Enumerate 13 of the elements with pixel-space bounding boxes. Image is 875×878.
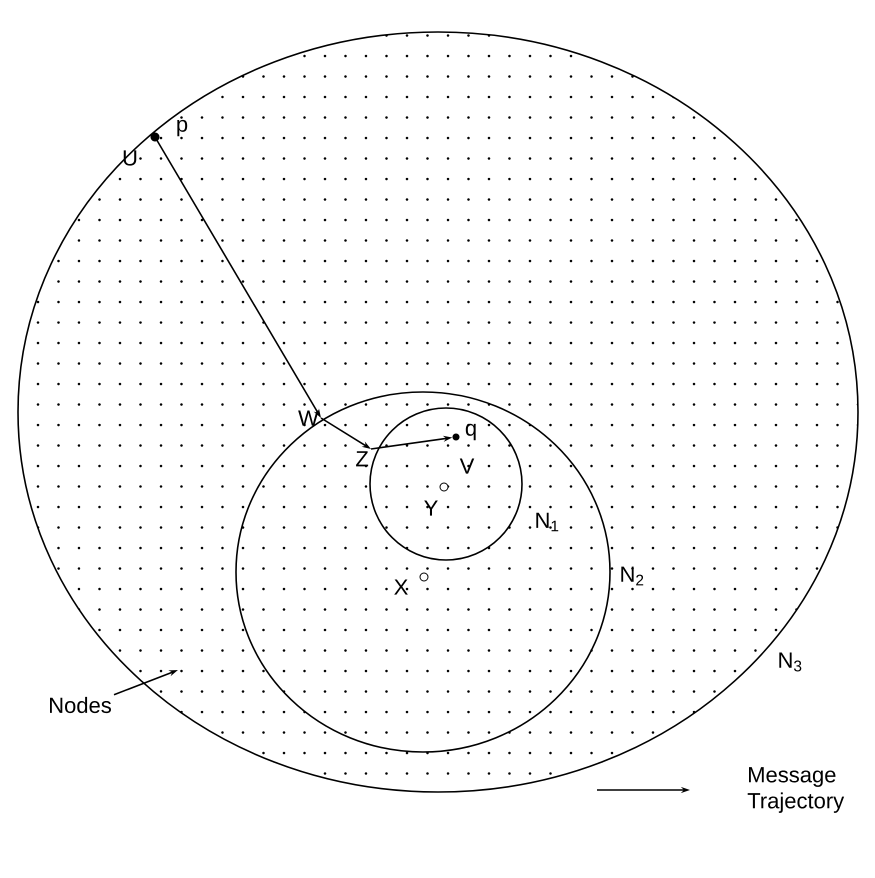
callout-text: Nodes [50,696,111,714]
node-label: p [177,120,188,136]
node-label: N$_{1}$ [536,512,558,532]
node-label: q [466,424,476,440]
point-label: Z [356,451,368,466]
point-ring: Y [424,482,448,516]
legend-text: Message Trajectory [748,767,844,813]
node-label: Y [424,500,438,516]
node-label: X [394,579,408,595]
point-label: U [124,150,136,166]
point-ring: X [394,572,428,595]
point-label: V [460,458,474,474]
node-label: N$_{2}$ [621,566,644,586]
